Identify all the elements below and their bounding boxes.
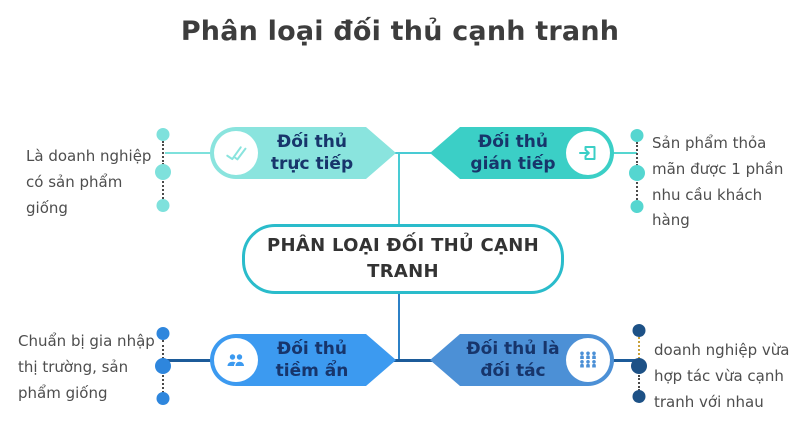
center-box-label: PHÂN LOẠI ĐỐI THỦ CẠNH TRANH xyxy=(267,234,539,282)
login-arrow-icon xyxy=(566,131,610,175)
node-potential-label-line1: Đối thủ xyxy=(276,338,347,359)
node-indirect-arrow-tip xyxy=(430,127,460,179)
note-indirect: Sản phẩm thỏa mãn được 1 phần nhu cầu kh… xyxy=(652,134,784,230)
node-direct-label-line2: trực tiếp xyxy=(270,154,354,174)
node-potential-label-line2: tiềm ẩn xyxy=(275,361,349,381)
double-check-icon xyxy=(214,131,258,175)
note-potential: Chuẩn bị gia nhập thị trường, sản phẩm g… xyxy=(18,332,155,402)
dot xyxy=(156,199,170,212)
top-horizontal-connector xyxy=(380,152,435,154)
dotted-segment xyxy=(162,340,164,359)
dot xyxy=(632,390,646,403)
dot xyxy=(156,128,170,141)
stub-indirect-connector xyxy=(604,152,637,154)
bottom-horizontal-connector xyxy=(380,359,435,362)
node-potential-body: Đối thủ tiềm ẩn xyxy=(210,334,366,386)
dotted-segment xyxy=(162,181,164,199)
node-potential-competitor: Đối thủ tiềm ẩn xyxy=(210,334,396,386)
spine-top-connector xyxy=(398,152,400,228)
stub-partner-connector xyxy=(604,359,638,362)
stub-direct-connector xyxy=(165,152,211,154)
dotted-segment xyxy=(636,142,638,166)
dot xyxy=(631,358,647,374)
dot-column-partner xyxy=(631,324,647,404)
note-partner: doanh nghiệp vừa hợp tác vừa cạnh tranh … xyxy=(654,341,790,411)
node-direct-label: Đối thủ trực tiếp xyxy=(258,131,366,175)
node-partner-competitor: Đối thủ là đối tác xyxy=(430,334,614,386)
page-title: Phân loại đối thủ cạnh tranh xyxy=(180,16,620,47)
dot xyxy=(156,327,170,340)
center-box: PHÂN LOẠI ĐỐI THỦ CẠNH TRANH xyxy=(242,224,564,294)
people-group-icon xyxy=(566,338,610,382)
dot xyxy=(630,129,644,142)
dot xyxy=(155,164,171,180)
node-potential-arrow-tip xyxy=(366,334,396,386)
node-partner-arrow-tip xyxy=(430,334,460,386)
node-potential-label: Đối thủ tiềm ẩn xyxy=(258,338,366,382)
stub-potential-connector xyxy=(167,359,211,362)
dot-column-potential xyxy=(155,327,171,405)
dotted-segment xyxy=(636,182,638,200)
node-indirect-competitor: Đối thủ gián tiếp xyxy=(430,127,614,179)
node-partner-label-line1: Đối thủ là xyxy=(466,338,560,359)
node-indirect-label: Đối thủ gián tiếp xyxy=(460,131,566,175)
node-direct-body: Đối thủ trực tiếp xyxy=(210,127,366,179)
node-indirect-label-line1: Đối thủ xyxy=(477,131,548,152)
node-direct-label-line1: Đối thủ xyxy=(276,131,347,152)
dotted-segment xyxy=(162,141,164,165)
dot-column-direct xyxy=(155,128,171,213)
node-direct-arrow-tip xyxy=(366,127,396,179)
dot xyxy=(632,324,646,337)
dot xyxy=(630,200,644,213)
dotted-segment xyxy=(162,375,164,393)
node-indirect-body: Đối thủ gián tiếp xyxy=(460,127,614,179)
node-partner-body: Đối thủ là đối tác xyxy=(460,334,614,386)
dotted-segment xyxy=(638,375,640,391)
node-indirect-label-line2: gián tiếp xyxy=(470,154,556,174)
two-people-icon xyxy=(214,338,258,382)
node-partner-label: Đối thủ là đối tác xyxy=(460,338,566,382)
spine-bottom-connector xyxy=(398,287,400,361)
dot xyxy=(155,358,171,374)
node-partner-label-line2: đối tác xyxy=(480,361,546,381)
dot xyxy=(629,165,645,181)
dot xyxy=(156,392,170,405)
dot-column-indirect xyxy=(629,129,645,214)
node-direct-competitor: Đối thủ trực tiếp xyxy=(210,127,396,179)
dotted-segment-gold xyxy=(638,337,640,359)
note-direct: Là doanh nghiệp có sản phẩm giống xyxy=(26,147,152,217)
